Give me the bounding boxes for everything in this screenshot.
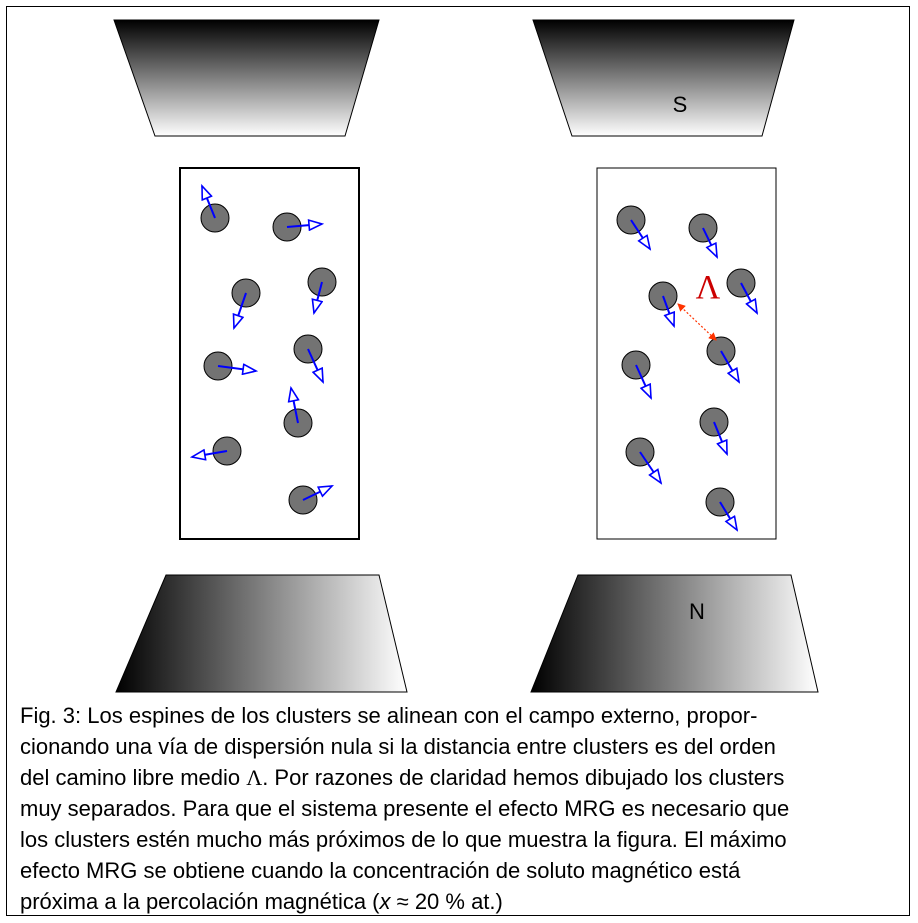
cluster xyxy=(688,213,717,257)
caption-text: ≈ 20 % at.) xyxy=(390,889,503,914)
cluster xyxy=(648,281,678,326)
lambda-symbol: Λ xyxy=(696,269,721,306)
caption-line: del camino libre medio Λ. Por razones de… xyxy=(20,762,900,793)
caption-line: los clusters estén mucho más próximos de… xyxy=(20,827,787,852)
right-cluster-group xyxy=(616,205,757,530)
cluster xyxy=(231,278,261,328)
left-upper-pole xyxy=(113,19,380,137)
mean-free-path-arrow xyxy=(677,303,717,341)
cluster xyxy=(200,186,230,233)
cluster xyxy=(283,388,313,438)
caption-line: muy separados. Para que el sistema prese… xyxy=(20,796,790,821)
caption-variable-x: x xyxy=(379,889,391,914)
figure-caption: Fig. 3: Los espines de los clusters se a… xyxy=(20,700,900,917)
right-upper-pole xyxy=(532,19,795,137)
cluster xyxy=(616,205,650,249)
caption-text: del camino libre medio xyxy=(20,765,247,790)
cluster xyxy=(706,336,739,382)
cluster xyxy=(625,437,661,483)
cluster xyxy=(288,486,332,515)
spin-clusters-diagram: S xyxy=(113,19,819,693)
left-lower-pole xyxy=(115,574,408,693)
cluster xyxy=(307,267,337,313)
caption-line: efecto MRG se obtiene cuando la concentr… xyxy=(20,858,741,883)
caption-text: próxima a la percolación magnética ( xyxy=(20,889,380,914)
caption-line: próxima a la percolación magnética (x ≈ … xyxy=(20,886,900,917)
left-cluster-group xyxy=(192,186,337,515)
caption-line: cionando una vía de dispersión nula si l… xyxy=(20,734,776,759)
north-pole-label: N xyxy=(689,599,705,624)
cluster xyxy=(293,334,323,382)
figure-frame xyxy=(6,6,910,916)
south-pole-label: S xyxy=(673,92,688,117)
caption-line: Fig. 3: Los espines de los clusters se a… xyxy=(20,703,758,728)
caption-lambda-symbol: Λ xyxy=(246,765,263,790)
caption-text: . Por razones de claridad hemos dibujado… xyxy=(262,765,785,790)
cluster xyxy=(705,487,737,530)
cluster xyxy=(699,407,729,454)
right-lower-pole xyxy=(530,574,819,693)
cluster xyxy=(272,212,322,242)
cluster xyxy=(192,436,242,466)
cluster xyxy=(726,268,757,313)
cluster xyxy=(621,350,651,398)
cluster xyxy=(203,351,256,381)
